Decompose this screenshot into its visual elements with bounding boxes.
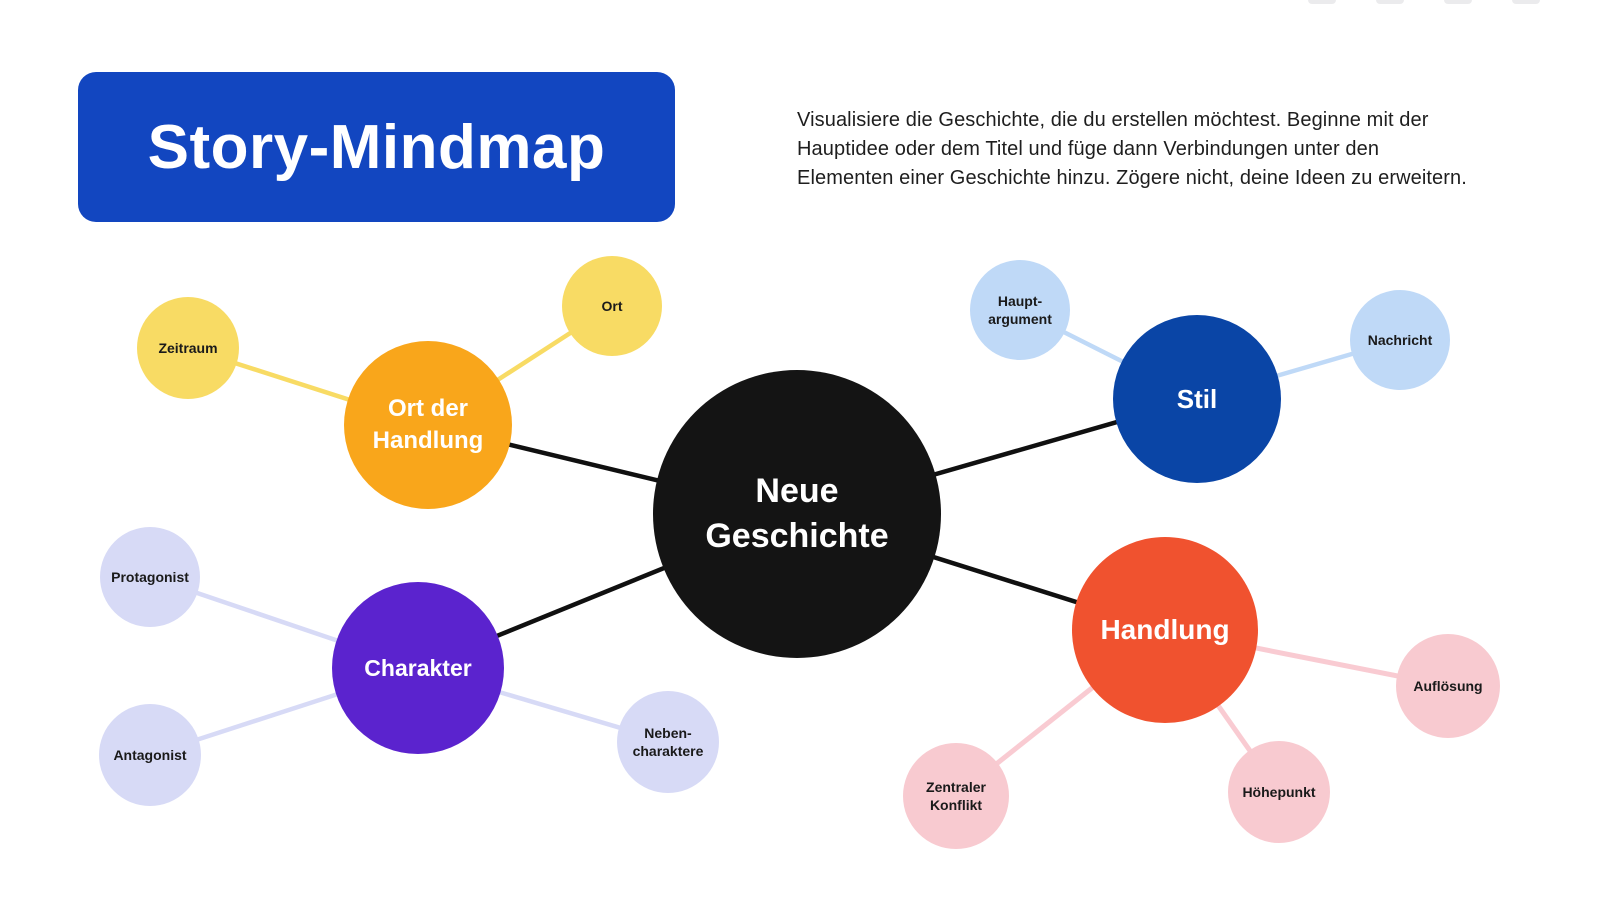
node-aufloesung[interactable]: Auflösung — [1396, 634, 1500, 738]
node-neue-geschichte[interactable]: Neue Geschichte — [653, 370, 941, 658]
description-text: Visualisiere die Geschichte, die du erst… — [797, 109, 1467, 189]
node-label: Protagonist — [111, 568, 189, 585]
page-title: Story-Mindmap — [147, 112, 606, 182]
node-zeitraum[interactable]: Zeitraum — [137, 297, 239, 399]
node-zentraler-konflikt[interactable]: Zentraler Konflikt — [903, 743, 1009, 849]
node-neben-charaktere[interactable]: Neben- charaktere — [617, 691, 719, 793]
top-edge-artifact — [1444, 0, 1472, 4]
node-label: Neue Geschichte — [705, 472, 889, 555]
title-box: Story-Mindmap — [78, 72, 675, 222]
node-label: Handlung — [1100, 613, 1230, 645]
node-label: Ort — [601, 297, 623, 314]
node-label: Höhepunkt — [1242, 783, 1316, 800]
node-label: Antagonist — [113, 746, 187, 763]
top-edge-artifact — [1376, 0, 1404, 4]
node-antagonist[interactable]: Antagonist — [99, 704, 201, 806]
node-haupt-argument[interactable]: Haupt- argument — [970, 260, 1070, 360]
node-label: Nachricht — [1367, 331, 1433, 348]
node-ort[interactable]: Ort — [562, 256, 662, 356]
node-hoehepunkt[interactable]: Höhepunkt — [1228, 741, 1330, 843]
top-edge-artifact — [1308, 0, 1336, 4]
node-label: Charakter — [364, 654, 472, 681]
node-label: Neben- charaktere — [632, 724, 704, 759]
node-ort-der-handlung[interactable]: Ort der Handlung — [344, 341, 512, 509]
top-edge-artifact — [1512, 0, 1540, 4]
node-label: Stil — [1176, 383, 1218, 414]
node-nachricht[interactable]: Nachricht — [1350, 290, 1450, 390]
node-label: Zeitraum — [158, 339, 218, 356]
node-stil[interactable]: Stil — [1113, 315, 1281, 483]
node-label: Auflösung — [1413, 677, 1483, 694]
node-label: Zentraler Konflikt — [926, 778, 986, 813]
node-charakter[interactable]: Charakter — [332, 582, 504, 754]
node-label: Ort der Handlung — [372, 395, 484, 454]
node-label: Haupt- argument — [988, 292, 1052, 327]
node-handlung[interactable]: Handlung — [1072, 537, 1258, 723]
node-protagonist[interactable]: Protagonist — [100, 527, 200, 627]
